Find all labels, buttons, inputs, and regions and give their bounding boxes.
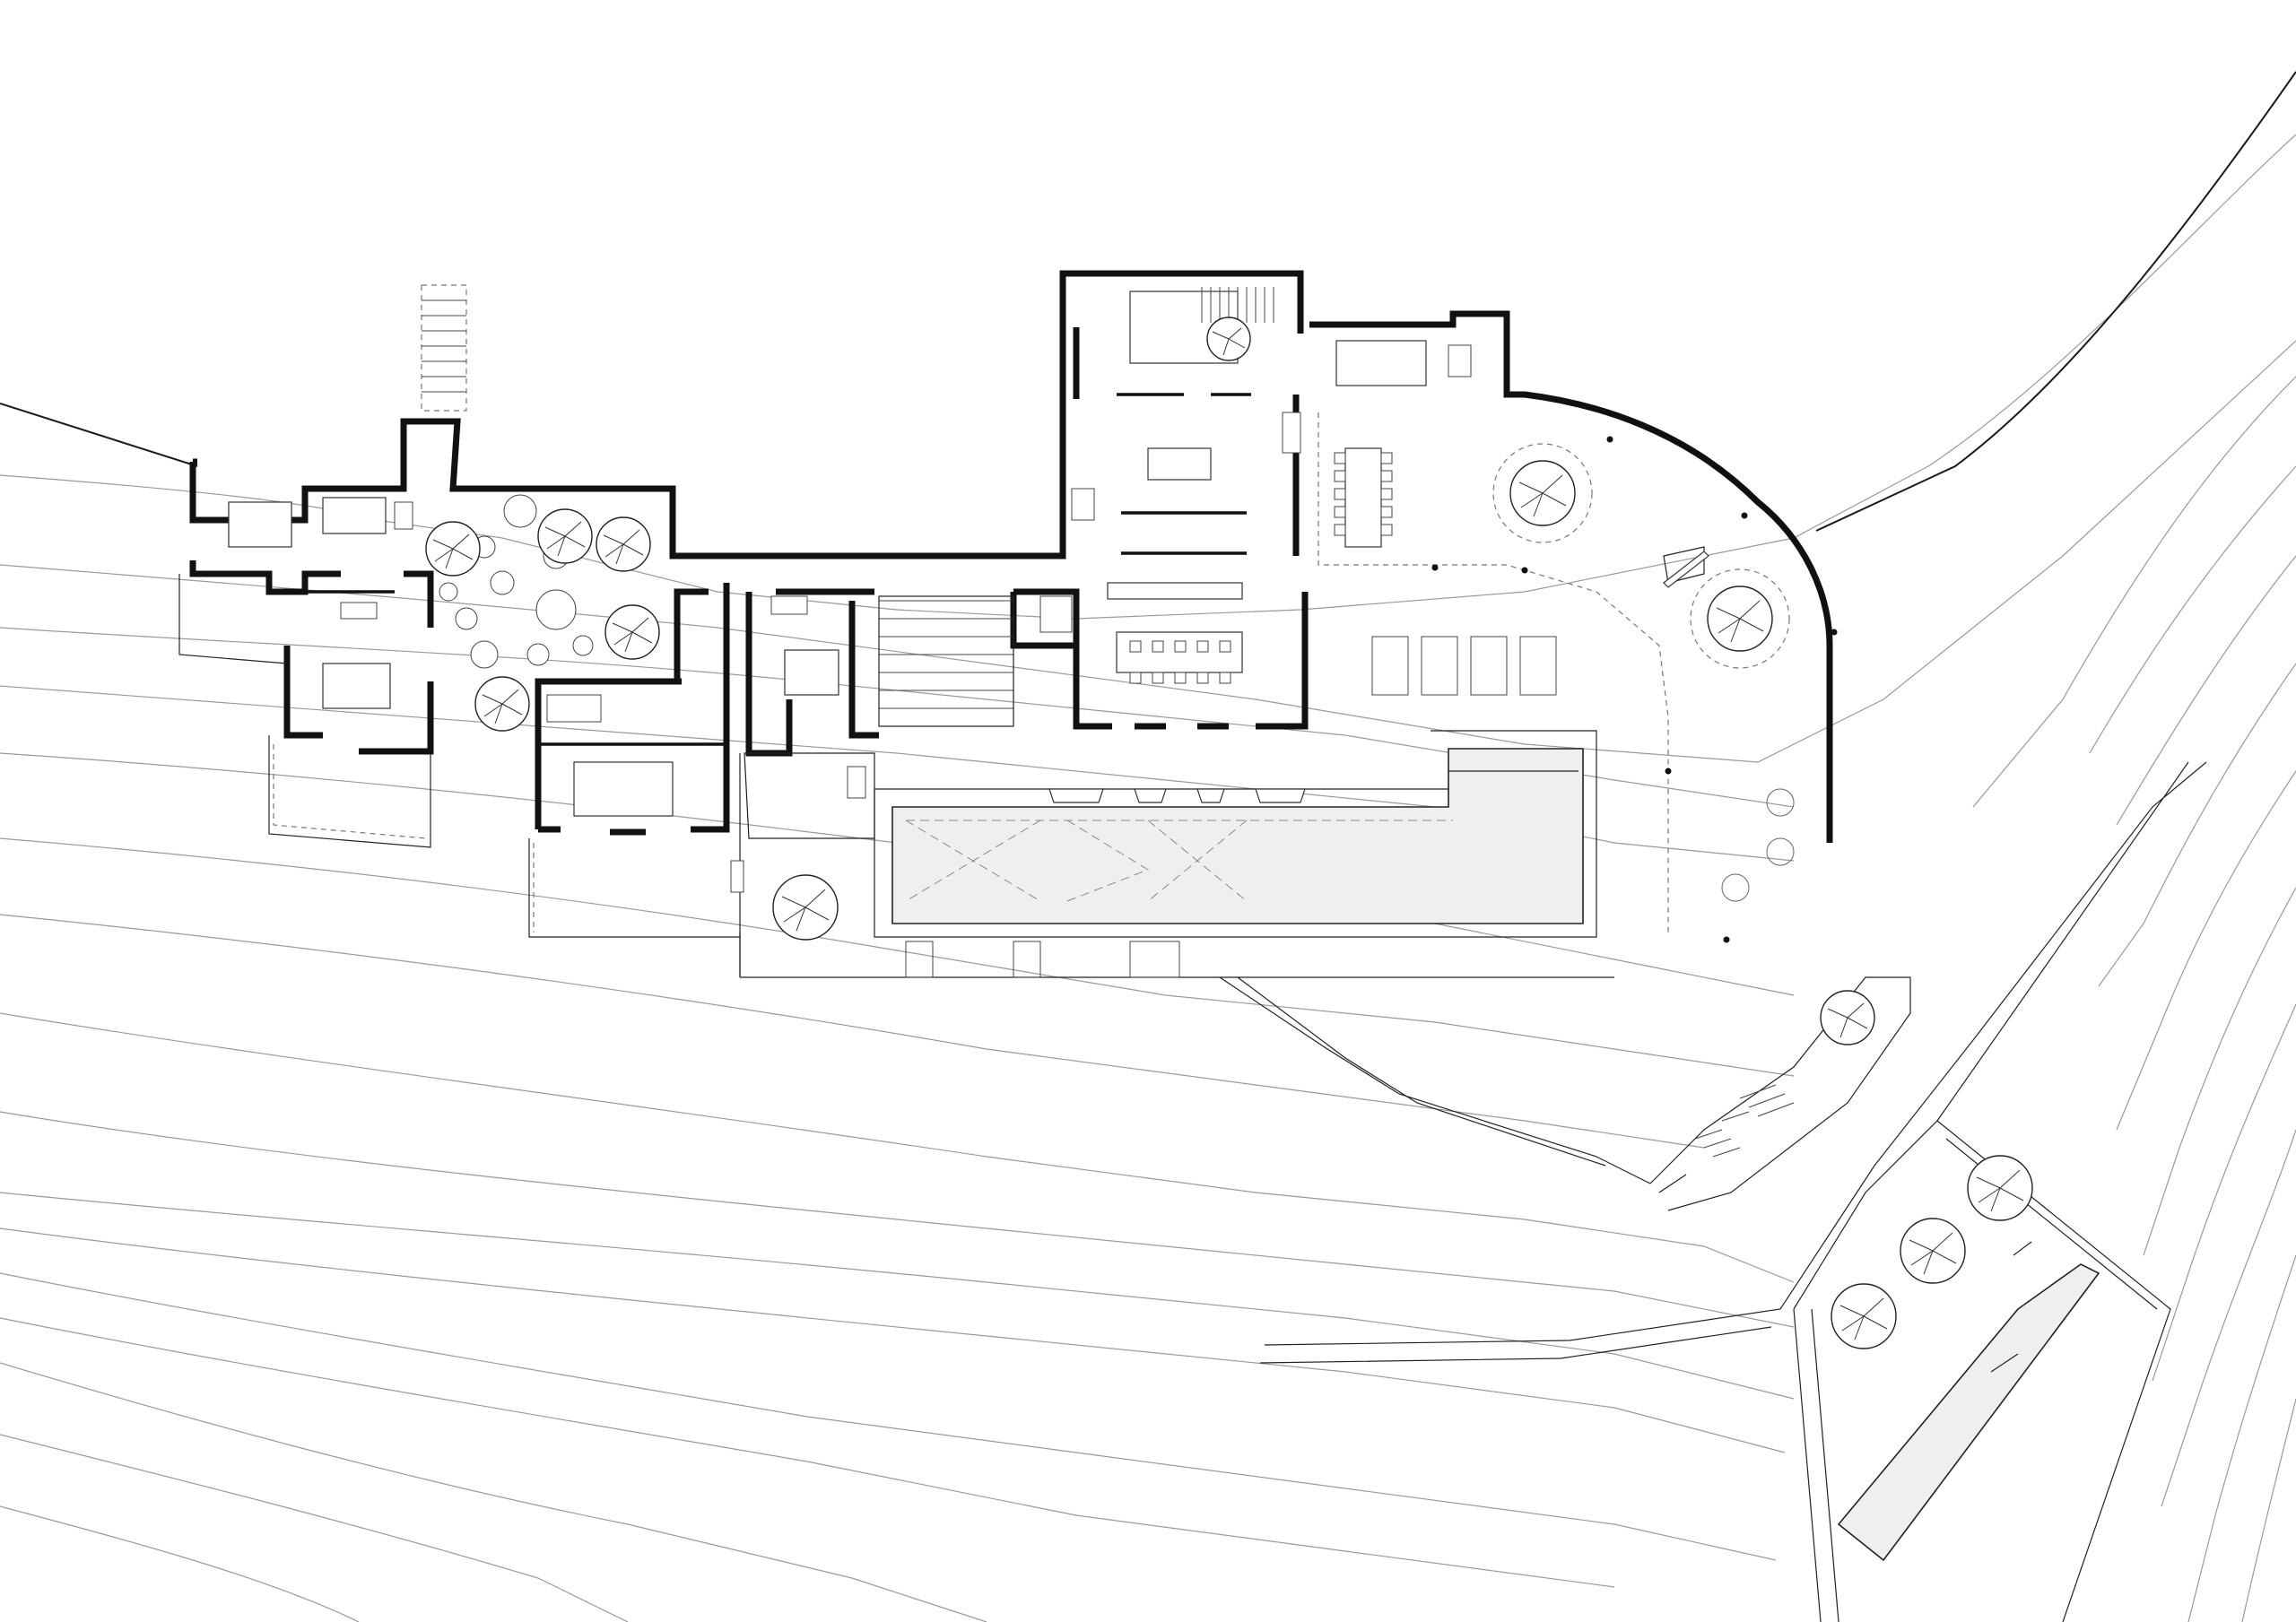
trees	[425, 317, 2033, 1349]
tree-symbol	[1900, 1218, 1966, 1284]
tree-symbol	[772, 874, 839, 941]
swimming-pool	[874, 730, 1597, 938]
lower-terrace	[739, 761, 2207, 1364]
dining-terrace	[1129, 412, 1709, 932]
tree-symbol	[1820, 990, 1875, 1045]
main-house	[878, 270, 1833, 843]
tree-symbol	[1707, 585, 1773, 652]
entry-stair	[421, 284, 467, 412]
round-planters	[1492, 443, 1795, 902]
contour-lines	[0, 134, 2296, 1622]
tree-symbol	[1206, 317, 1251, 361]
site-boundary	[0, 71, 2296, 532]
tree-symbol	[425, 521, 481, 577]
tree-symbol	[1831, 1283, 1897, 1349]
column-dots	[1431, 436, 1838, 943]
tree-symbol	[537, 508, 593, 564]
tree-symbol	[1509, 460, 1576, 526]
tree-symbol	[596, 516, 651, 572]
tree-symbol	[604, 604, 660, 660]
tree-symbol	[1967, 1155, 2033, 1221]
tree-symbol	[474, 676, 530, 732]
